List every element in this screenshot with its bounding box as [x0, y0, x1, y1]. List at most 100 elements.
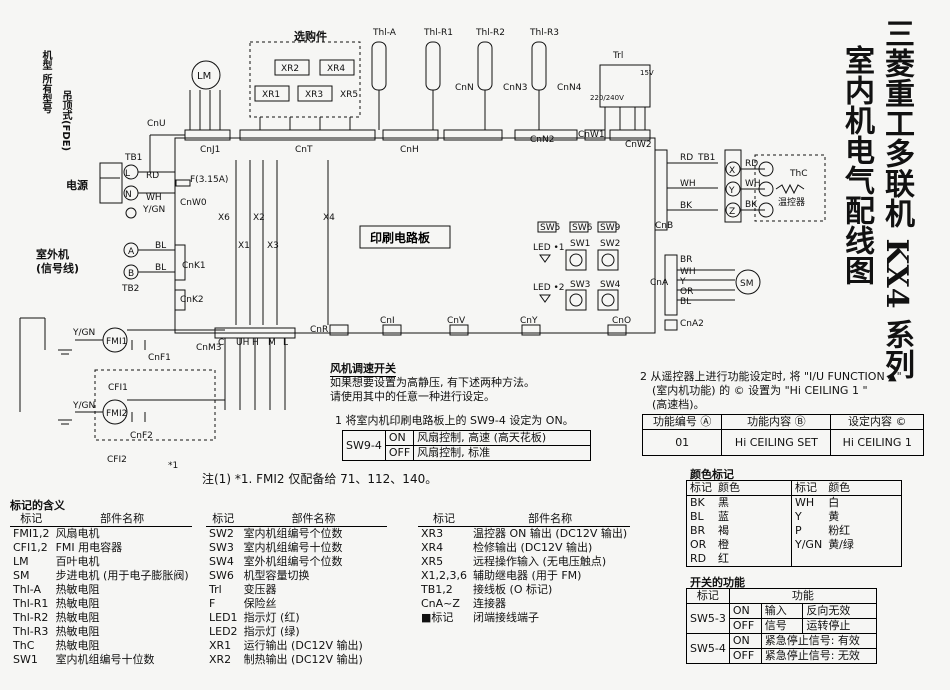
svg-text:220/240V: 220/240V — [590, 94, 624, 102]
tb2-label: TB2 — [122, 284, 140, 294]
color-heading: 颜色标记 — [690, 468, 734, 481]
lm-label: LM — [197, 71, 211, 82]
switch-heading: 开关的功能 — [690, 576, 745, 589]
svg-text:WH: WH — [680, 267, 696, 277]
svg-text:Thl-R3: Thl-R3 — [529, 28, 559, 38]
svg-text:CnF2: CnF2 — [130, 431, 153, 441]
svg-text:RD: RD — [745, 159, 758, 169]
svg-text:CnU: CnU — [147, 119, 166, 129]
main-title: 三菱重工多联机 KX4 系列 — [879, 18, 914, 380]
svg-text:Y: Y — [728, 186, 735, 196]
step2-line1: 2 从遥控器上进行功能设定时, 将 "I/U FUNCTION ▲" — [640, 370, 902, 383]
svg-text:SW5: SW5 — [540, 223, 560, 233]
svg-text:TB1: TB1 — [124, 153, 142, 163]
svg-text:BL: BL — [680, 297, 691, 307]
svg-text:CnN2: CnN2 — [530, 135, 554, 145]
svg-text:Y/GN: Y/GN — [142, 205, 165, 215]
svg-text:CFI1: CFI1 — [108, 383, 128, 393]
svg-text:BK: BK — [745, 200, 758, 210]
svg-text:CnN: CnN — [455, 83, 474, 93]
svg-text:CnJ1: CnJ1 — [200, 145, 220, 155]
svg-text:WH: WH — [680, 179, 696, 189]
svg-text:A: A — [128, 247, 135, 257]
svg-text:CnA2: CnA2 — [680, 319, 704, 329]
svg-text:WH: WH — [745, 179, 761, 189]
svg-text:Y: Y — [679, 277, 686, 287]
svg-text:X3: X3 — [267, 241, 279, 251]
svg-text:CnA: CnA — [650, 278, 669, 288]
svg-text:OR: OR — [680, 287, 693, 297]
svg-text:SM: SM — [740, 279, 753, 289]
svg-text:SW2: SW2 — [600, 239, 620, 249]
svg-text:UH: UH — [236, 338, 249, 348]
power-label: 电源 — [66, 179, 88, 192]
svg-text:CnK2: CnK2 — [180, 295, 204, 305]
svg-text:CnI: CnI — [380, 316, 395, 326]
svg-text:CnW1: CnW1 — [578, 130, 605, 140]
svg-text:15V: 15V — [640, 69, 654, 77]
svg-text:CnY: CnY — [520, 316, 538, 326]
svg-text:LED •1: LED •1 — [533, 243, 565, 253]
svg-text:SW3: SW3 — [570, 280, 590, 290]
outdoor-label: 室外机 (信号线) — [36, 248, 80, 275]
svg-text:TB1: TB1 — [697, 153, 715, 163]
svg-text:F(3.15A): F(3.15A) — [190, 175, 228, 185]
svg-text:CnR: CnR — [310, 325, 328, 335]
fan-speed-heading: 风机调速开关 — [330, 362, 396, 377]
sub-title: 室内机电气配线图 — [839, 45, 874, 285]
fan-speed-desc1: 如果想要设置为高静压, 有下述两种方法。 — [330, 376, 535, 389]
svg-text:XR2: XR2 — [281, 64, 299, 74]
svg-text:SW4: SW4 — [600, 280, 621, 290]
svg-text:Trl: Trl — [612, 51, 623, 61]
svg-text:CnH: CnH — [400, 145, 419, 155]
model-type-label: 吊顶式(FDE) — [60, 90, 71, 152]
svg-text:L: L — [125, 169, 130, 179]
svg-text:BL: BL — [155, 241, 166, 251]
svg-text:Thl-R2: Thl-R2 — [475, 28, 505, 38]
svg-text:CnV: CnV — [447, 316, 466, 326]
svg-text:CnW0: CnW0 — [180, 198, 207, 208]
svg-text:RD: RD — [146, 171, 159, 181]
svg-text:M: M — [268, 338, 276, 348]
svg-text:SW6: SW6 — [572, 223, 593, 233]
svg-text:ThC: ThC — [789, 169, 808, 179]
pcb-label: 印刷电路板 — [370, 230, 431, 245]
svg-text:H: H — [252, 338, 259, 348]
svg-text:CnN4: CnN4 — [557, 83, 582, 93]
svg-text:CnF1: CnF1 — [148, 353, 171, 363]
svg-text:SW1: SW1 — [570, 239, 590, 249]
fan-speed-step1: 1 将室内机印刷电路板上的 SW9-4 设定为 ON。 — [335, 414, 574, 427]
sw9-4-table: SW9-4 ON 风扇控制, 高速 (高天花板) OFF 风扇控制, 标准 — [342, 430, 592, 461]
svg-text:CFI2: CFI2 — [107, 455, 127, 465]
svg-text:C: C — [218, 338, 224, 348]
svg-text:Y/GN: Y/GN — [72, 401, 95, 411]
svg-text:X4: X4 — [323, 213, 335, 223]
legend-heading: 标记的含义 — [10, 499, 65, 512]
sw9-4-label: SW9-4 — [342, 430, 386, 461]
optional-parts-label: 选购件 — [294, 29, 327, 43]
note-text: 注(1) *1. FMI2 仅配备给 71、112、140。 — [202, 472, 438, 486]
fan-speed-desc2: 请使用其中的任意一种进行设定。 — [330, 390, 495, 403]
svg-text:XR4: XR4 — [327, 64, 345, 74]
svg-text:X1: X1 — [238, 241, 250, 251]
svg-text:XR3: XR3 — [305, 90, 323, 100]
svg-text:X: X — [729, 166, 735, 176]
svg-text:XR1: XR1 — [262, 90, 280, 100]
svg-text:CnN3: CnN3 — [503, 83, 527, 93]
svg-text:CnW2: CnW2 — [625, 140, 652, 150]
step2-line2: (室内机功能) 的 © 设置为 "Hi CEILING 1 " — [652, 384, 868, 397]
svg-text:Thl-R1: Thl-R1 — [423, 28, 453, 38]
svg-text:FMI2: FMI2 — [106, 409, 127, 419]
svg-text:B: B — [128, 269, 134, 279]
svg-text:BL: BL — [155, 263, 166, 273]
svg-text:CnO: CnO — [612, 316, 631, 326]
svg-text:CnT: CnT — [295, 145, 313, 155]
svg-text:CnK1: CnK1 — [182, 261, 206, 271]
svg-text:L: L — [283, 338, 288, 348]
svg-text:XR5: XR5 — [340, 90, 358, 100]
svg-text:BK: BK — [680, 201, 693, 211]
